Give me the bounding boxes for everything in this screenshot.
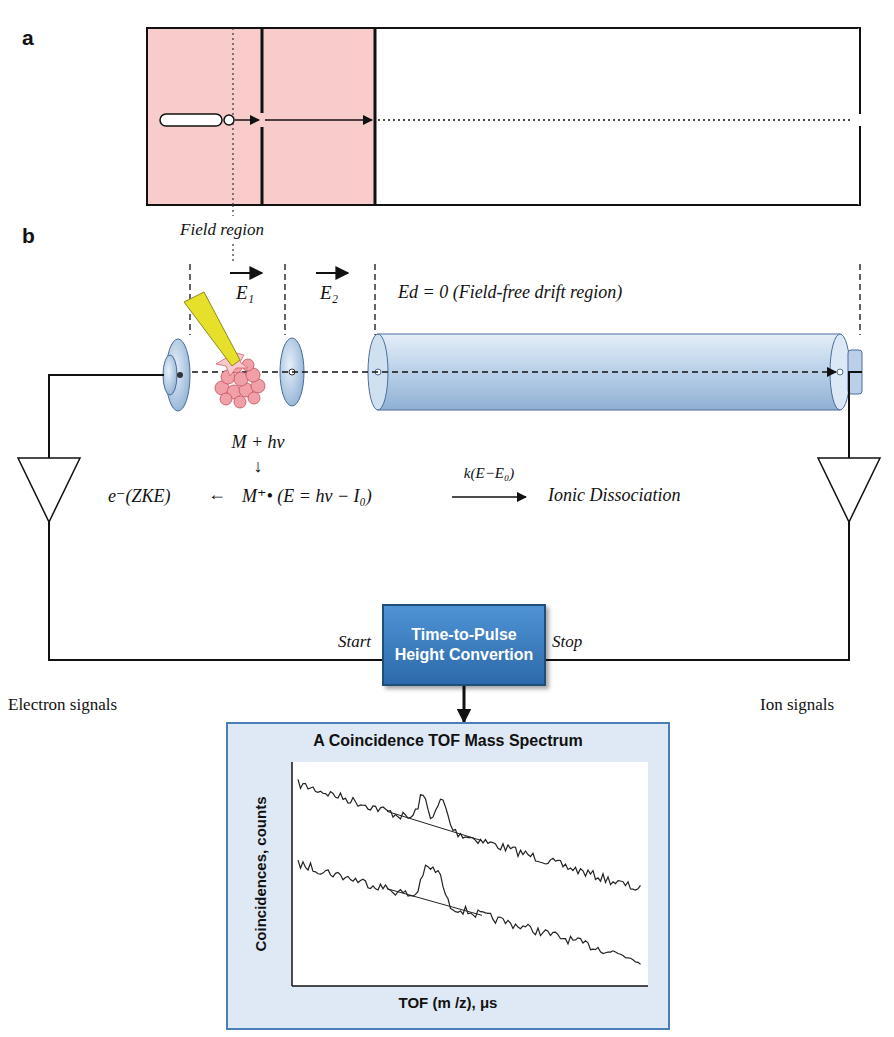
reaction-text: e⁻(ZKE) bbox=[108, 485, 171, 507]
field-label: E₂ bbox=[320, 282, 338, 304]
grid-lines bbox=[190, 264, 860, 335]
panel-title: A Coincidence TOF Mass Spectrum bbox=[228, 732, 668, 750]
axis-title: Coincidences, counts bbox=[252, 796, 269, 951]
signal-label: Start bbox=[338, 632, 371, 652]
converter-box: Time-to-Pulse Height Convertion bbox=[382, 604, 546, 686]
field-label: E₁ bbox=[236, 282, 254, 304]
reaction-arrow bbox=[452, 496, 526, 498]
field-arrow bbox=[316, 272, 348, 274]
signal-label: Ion signals bbox=[760, 695, 834, 715]
ion-path bbox=[192, 371, 836, 373]
reaction-text: M⁺• (E = hν − I₀) bbox=[242, 485, 372, 507]
axis-title: TOF (m /z), μs bbox=[228, 994, 668, 1011]
panel-letter: a bbox=[22, 26, 34, 50]
amplifier-symbol bbox=[18, 458, 880, 522]
reaction-arrow: ← bbox=[208, 484, 226, 505]
spectrum-plot bbox=[228, 724, 668, 1028]
panel-letter: b bbox=[22, 224, 35, 248]
region-label: Field region bbox=[180, 220, 264, 240]
rate-label: k(E−E₀) bbox=[464, 465, 514, 482]
laser-beam bbox=[184, 292, 240, 366]
reaction-arrow: ↓ bbox=[254, 456, 263, 477]
spectrum-panel: A Coincidence TOF Mass SpectrumCoinciden… bbox=[226, 722, 670, 1030]
reaction-text: M + hν bbox=[231, 432, 284, 453]
signal-label: Electron signals bbox=[8, 695, 117, 715]
flow-arrow bbox=[463, 686, 466, 722]
reaction-text: Ionic Dissociation bbox=[548, 485, 681, 506]
field-schematic bbox=[147, 28, 860, 262]
signal-label: Stop bbox=[552, 632, 582, 652]
field-arrow bbox=[230, 272, 262, 274]
box-title: Time-to-Pulse Height Convertion bbox=[394, 625, 534, 665]
field-label: Ed = 0 (Field-free drift region) bbox=[398, 282, 622, 303]
